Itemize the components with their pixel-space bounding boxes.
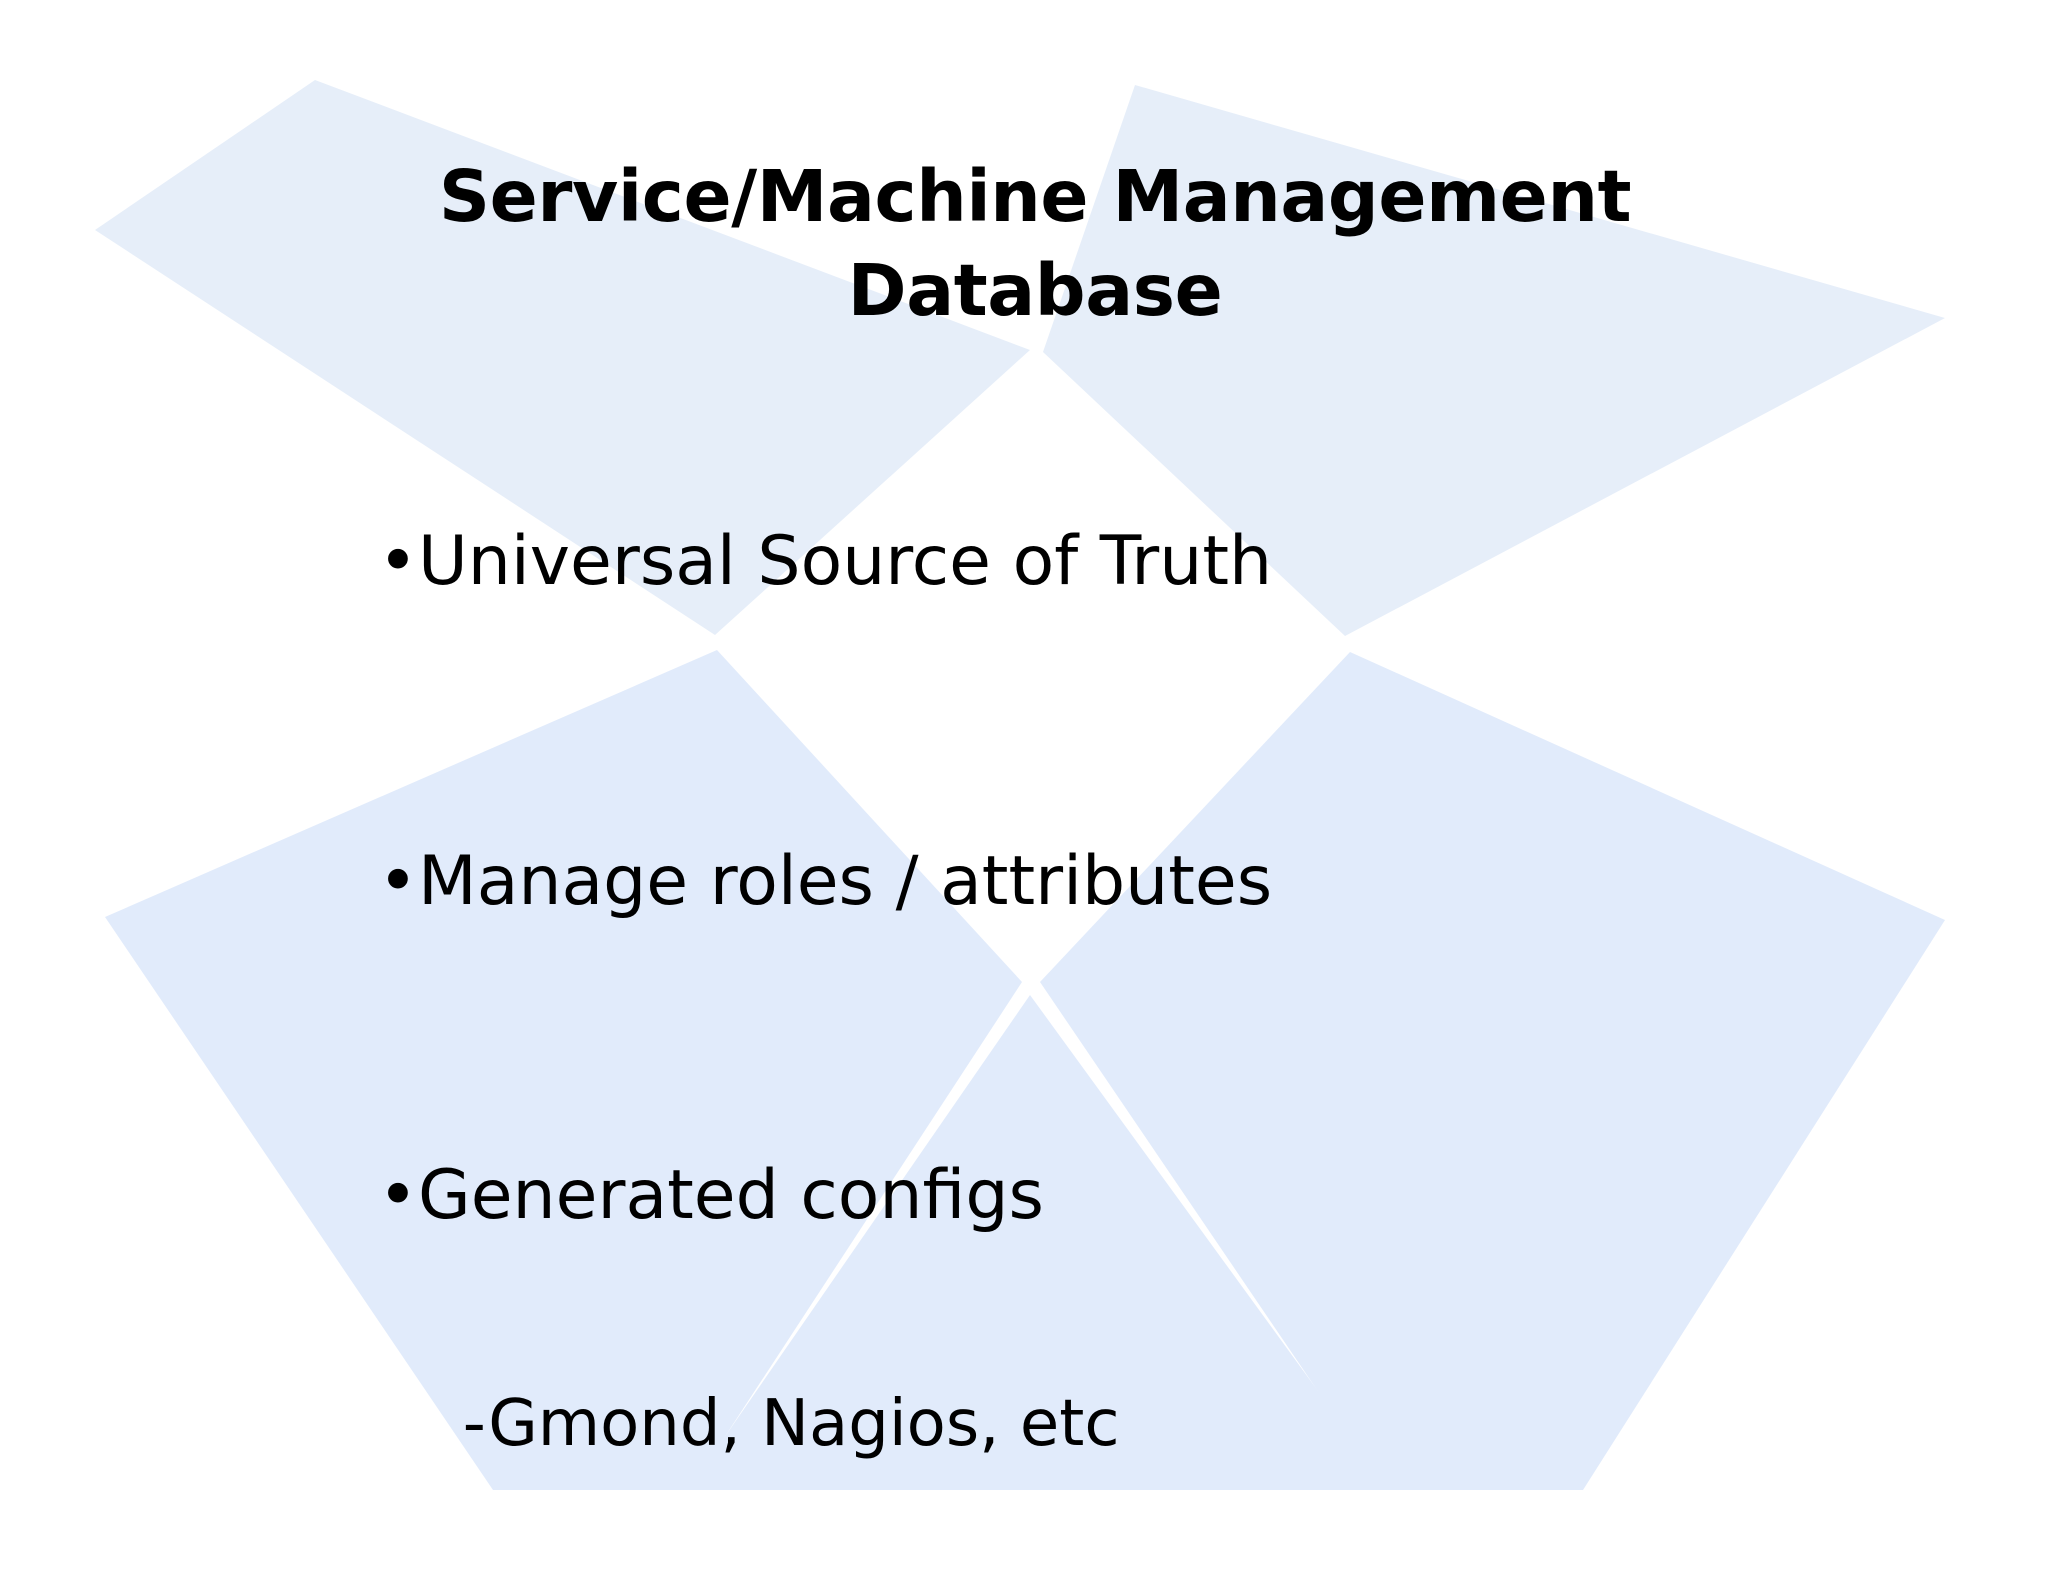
bullet-list: •Universal Source of Truth •Manage roles…: [205, 460, 1905, 1520]
sub-list-item: -Gmond, Nagios, etc: [205, 1328, 1905, 1520]
page-title: Service/Machine Management Database: [120, 150, 1950, 339]
sub-bullet-marker-icon: -: [462, 1387, 489, 1461]
list-item-label: Manage roles / attributes: [418, 842, 1273, 921]
list-spacer: [205, 1298, 1905, 1328]
list-item-label: Generated configs: [418, 1156, 1044, 1235]
bullet-marker-icon: •: [377, 522, 419, 601]
page-title-line-1: Service/Machine Management: [438, 155, 1632, 238]
list-item: •Manage roles / attributes: [205, 780, 1905, 984]
list-spacer: [205, 984, 1905, 1094]
sub-list-item-label: Gmond, Nagios, etc: [488, 1387, 1120, 1461]
bullet-marker-icon: •: [377, 1156, 419, 1235]
list-spacer: [205, 664, 1905, 780]
page-title-line-2: Database: [847, 249, 1223, 333]
list-item-label: Universal Source of Truth: [418, 522, 1273, 601]
list-item: •Universal Source of Truth: [205, 460, 1905, 664]
bullet-marker-icon: •: [377, 842, 419, 921]
list-item: •Generated configs: [205, 1094, 1905, 1298]
